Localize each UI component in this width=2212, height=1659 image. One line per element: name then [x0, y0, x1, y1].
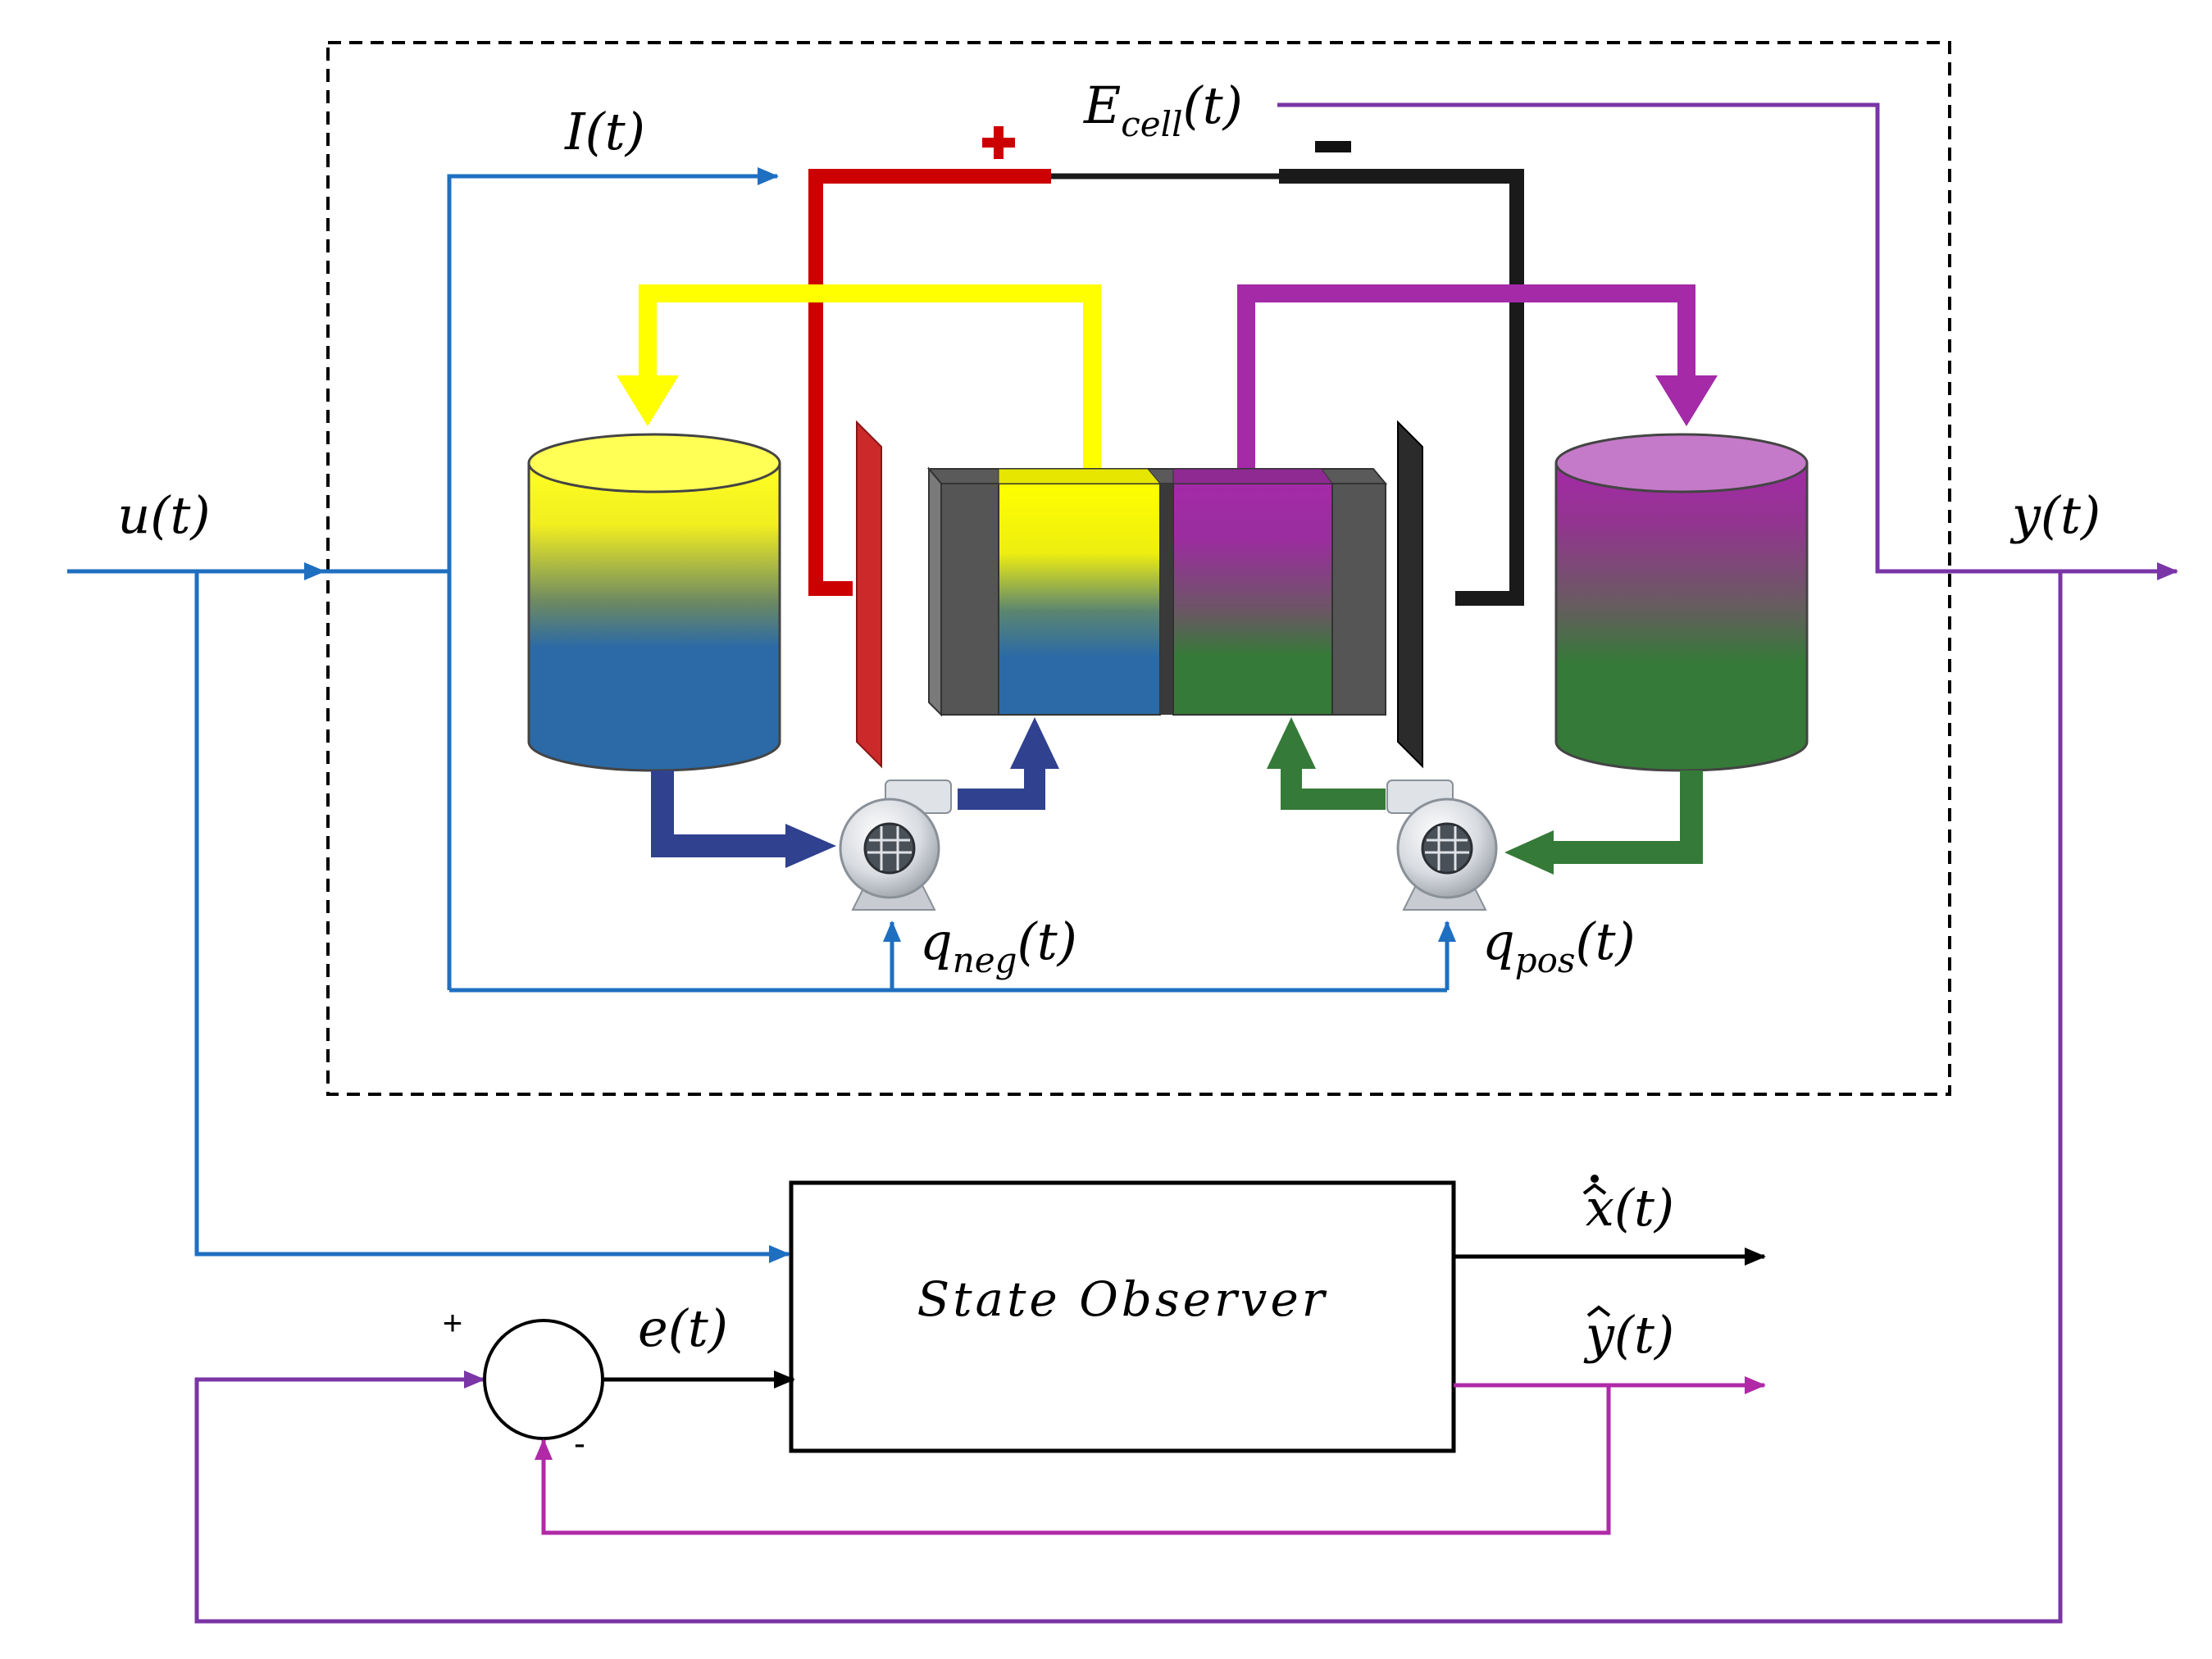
output-estimate-wiring [535, 1376, 1766, 1535]
state-observer-block [789, 1180, 1456, 1453]
anolyte-supply-arrowhead [785, 824, 836, 868]
anolyte-supply-flow [651, 770, 787, 857]
catholyte-cell-inlet-arrowhead [1267, 717, 1316, 769]
input-label: u(t) [117, 485, 210, 545]
cell-voltage-label: Ecell(t) [1083, 75, 1243, 144]
anolyte-tank [527, 433, 781, 772]
y-hat-accent-icon [1586, 1305, 1611, 1317]
cell-stack [926, 466, 1388, 717]
input-signal-wiring [67, 167, 1456, 1263]
output-label: y(t) [2009, 485, 2100, 545]
catholyte-return-pipe [1237, 284, 1718, 471]
summing-plus-sign: + [443, 1303, 463, 1342]
x-hat-dot-accent-icon [1582, 1175, 1607, 1195]
catholyte-supply-flow [1552, 770, 1703, 864]
state-observer-title: State Observer [917, 1271, 1328, 1327]
output-estimate-label: y(t) [1583, 1305, 1674, 1365]
catholyte-tank [1554, 433, 1809, 772]
summing-junction [483, 1319, 604, 1440]
negative-electrode-plate [1397, 420, 1423, 769]
negative-pump-icon [839, 780, 952, 911]
plant-boundary [326, 41, 1951, 1096]
current-label: I(t) [564, 102, 645, 161]
q-neg-label: qneg(t) [920, 911, 1077, 980]
catholyte-supply-arrowhead [1504, 830, 1554, 875]
q-pos-label: qpos(t) [1482, 911, 1636, 980]
electrical-circuit [808, 169, 1524, 606]
negative-terminal-icon [1315, 141, 1351, 152]
positive-electrode-plate [856, 420, 882, 769]
error-label: e(t) [638, 1298, 728, 1358]
positive-pump-icon [1386, 780, 1498, 911]
anolyte-cell-inlet-flow [958, 766, 1045, 810]
summing-minus-sign: - [574, 1424, 585, 1462]
catholyte-cell-inlet-flow [1281, 766, 1386, 810]
output-signal-wiring [194, 102, 2178, 1624]
anolyte-return-pipe [617, 284, 1101, 471]
anolyte-cell-inlet-arrowhead [1010, 717, 1059, 769]
positive-terminal-icon [982, 126, 1015, 159]
